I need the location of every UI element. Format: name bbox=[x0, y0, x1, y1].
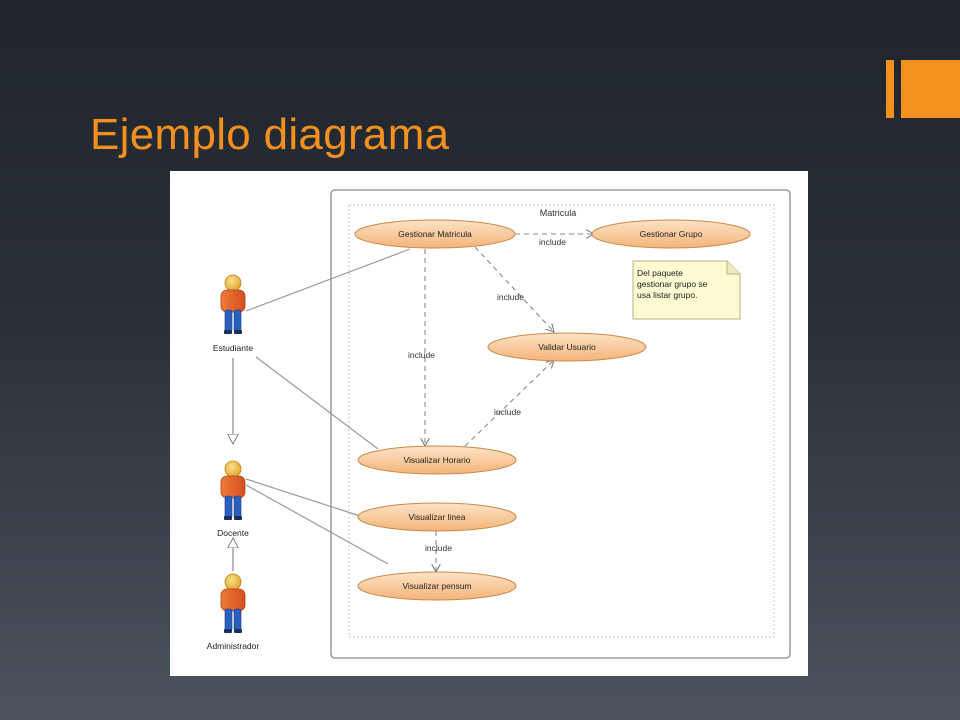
diagram-canvas: Matricula include include include includ… bbox=[207, 189, 791, 659]
usecase-label: Validar Usuario bbox=[538, 342, 596, 352]
assoc-docente-pensum bbox=[245, 484, 389, 565]
package-inner-border bbox=[348, 204, 775, 638]
include-label-validar: include bbox=[497, 292, 524, 302]
actor-label: Estudiante bbox=[213, 343, 253, 353]
usecase-label: Gestionar Grupo bbox=[640, 229, 703, 239]
note-line-2: gestionar grupo se bbox=[637, 279, 708, 289]
usecase-label: Visualizar Horario bbox=[404, 455, 471, 465]
usecase-visualizar-pensum[interactable]: Visualizar pensum bbox=[357, 571, 517, 601]
usecase-gestionar-grupo[interactable]: Gestionar Grupo bbox=[591, 219, 751, 249]
actor-label: Administrador bbox=[207, 641, 260, 651]
usecase-label: Visualizar linea bbox=[408, 512, 465, 522]
usecase-label: Visualizar pensum bbox=[402, 581, 471, 591]
actor-administrador[interactable]: Administrador bbox=[207, 573, 260, 651]
note: Del paquete gestionar grupo se usa lista… bbox=[632, 260, 741, 320]
slide-title: Ejemplo diagrama bbox=[90, 110, 450, 159]
usecase-label: Gestionar Matricula bbox=[398, 229, 472, 239]
actor-label: Docente bbox=[217, 528, 249, 538]
use-case-diagram: Matricula include include include includ… bbox=[170, 171, 808, 676]
assoc-estudiante-gestionar bbox=[245, 248, 411, 312]
include-label-horario: include bbox=[408, 350, 435, 360]
package-label: Matricula bbox=[540, 208, 577, 218]
note-line-1: Del paquete bbox=[637, 268, 683, 278]
include-label-horario-validar: include bbox=[494, 407, 521, 417]
assoc-estudiante-horario bbox=[255, 356, 379, 450]
include-label-pensum: include bbox=[425, 543, 452, 553]
include-label-grupo: include bbox=[539, 237, 566, 247]
accent-bar-thin bbox=[886, 60, 894, 118]
actor-estudiante[interactable]: Estudiante bbox=[213, 274, 253, 353]
usecase-visualizar-linea[interactable]: Visualizar linea bbox=[357, 502, 517, 532]
accent-bar-block bbox=[901, 60, 960, 118]
include-horario-validar bbox=[464, 360, 554, 447]
actor-docente[interactable]: Docente bbox=[217, 460, 249, 538]
usecase-gestionar-matricula[interactable]: Gestionar Matricula bbox=[354, 219, 516, 249]
usecase-visualizar-horario[interactable]: Visualizar Horario bbox=[357, 445, 517, 475]
include-gestionar-validar bbox=[474, 246, 554, 332]
usecase-validar-usuario[interactable]: Validar Usuario bbox=[487, 332, 647, 362]
note-line-3: usa listar grupo. bbox=[637, 290, 697, 300]
assoc-docente-linea bbox=[245, 478, 361, 517]
